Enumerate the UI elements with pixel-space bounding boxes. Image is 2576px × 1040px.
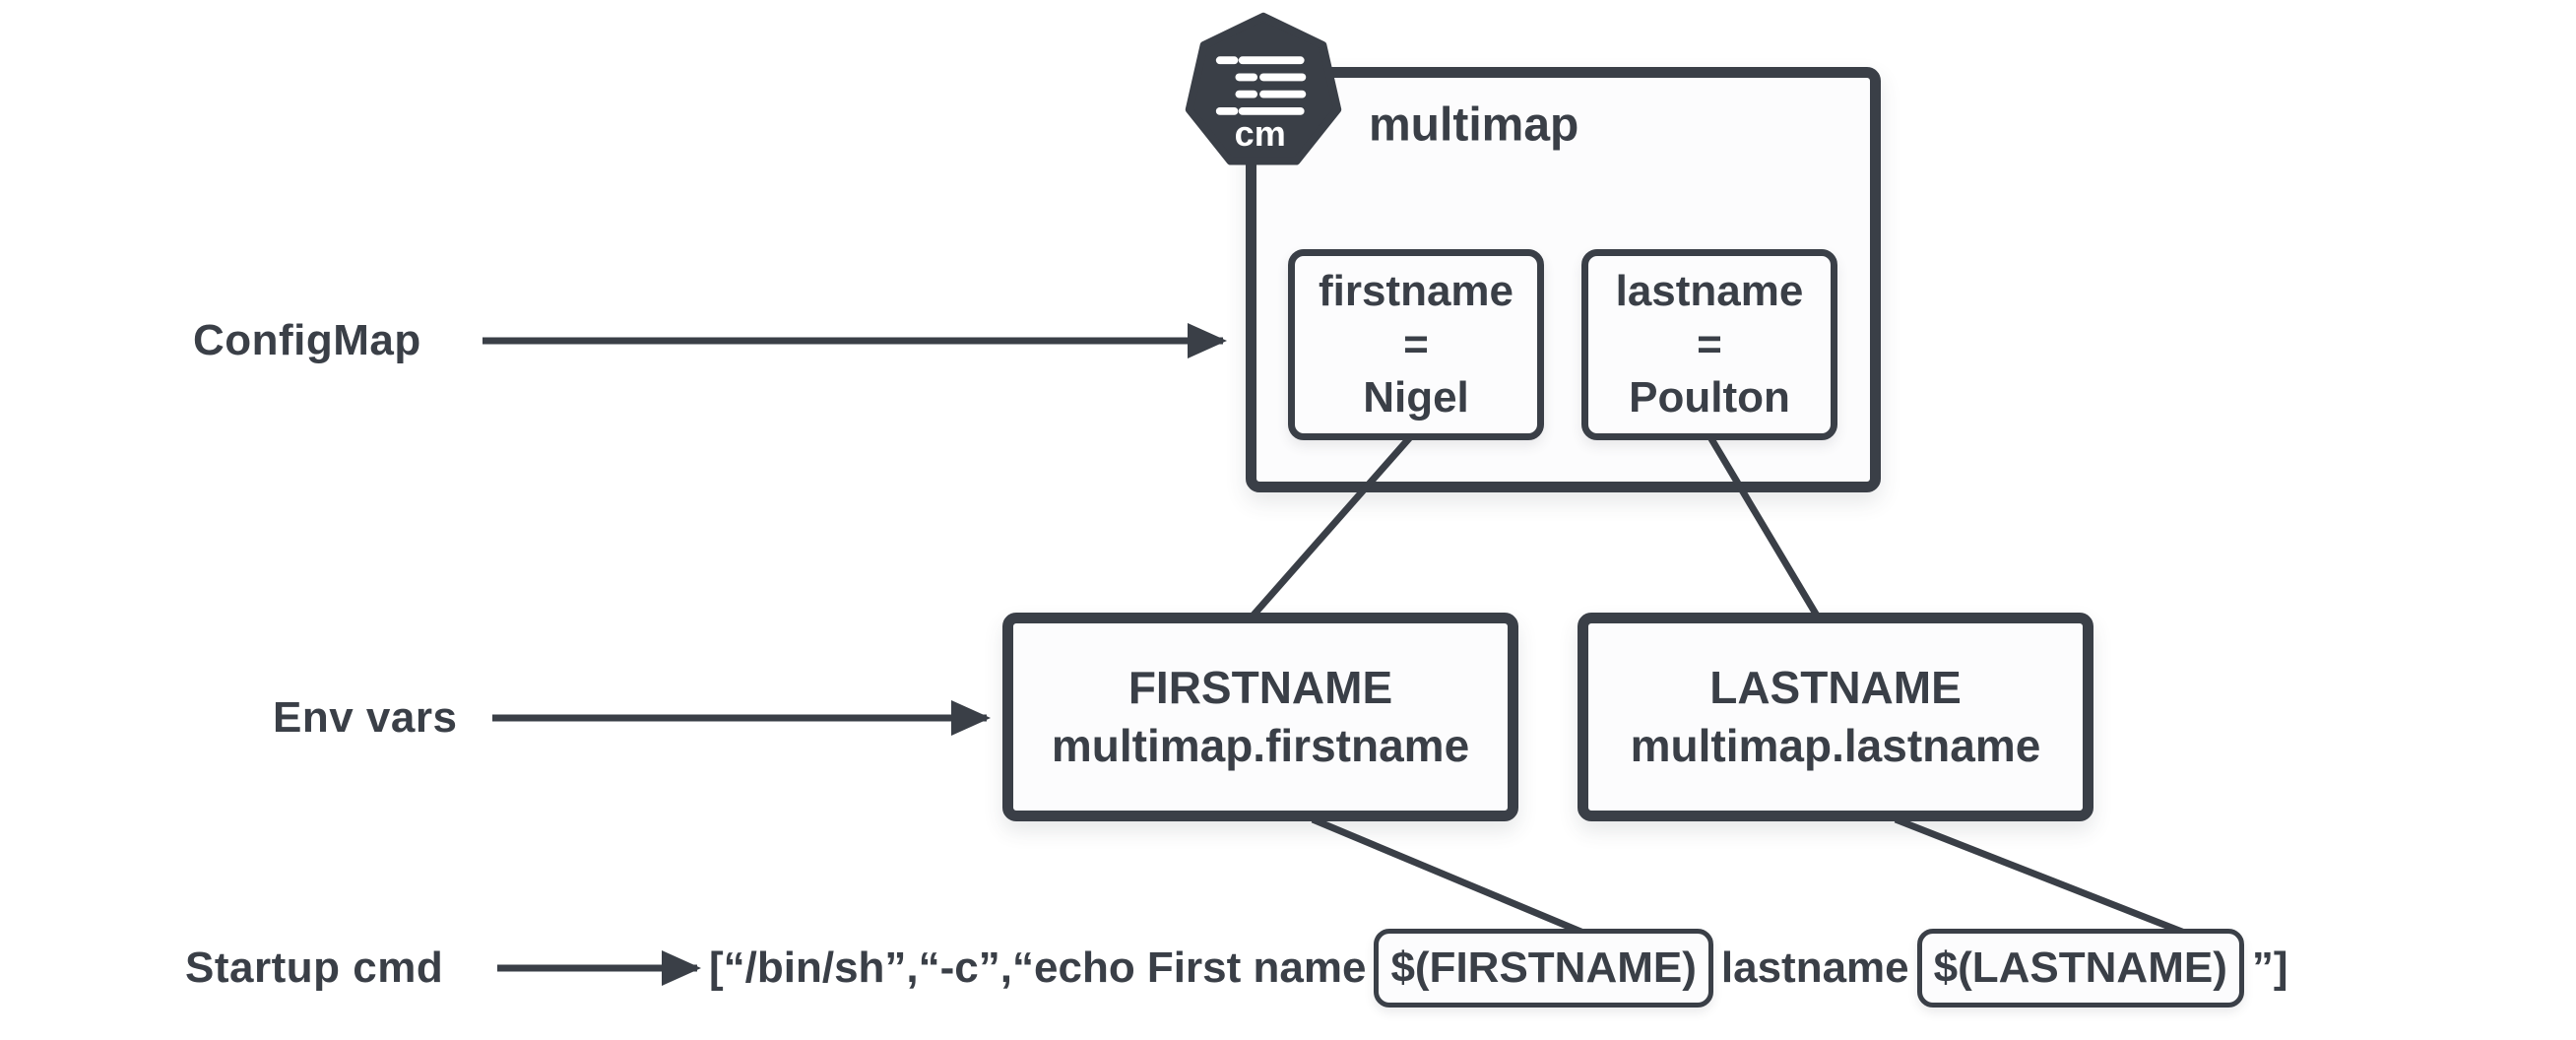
cmd-var-lastname-badge: $(LASTNAME) (1916, 929, 2244, 1008)
entry-value: Nigel (1363, 372, 1469, 422)
configmap-list-glyph (1215, 56, 1307, 115)
startup-command: [“/bin/sh”,“-c”,“echo First name $(FIRST… (709, 929, 2288, 1008)
cmd-var-firstname-badge: $(FIRSTNAME) (1374, 929, 1713, 1008)
cmd-var-firstname: $(FIRSTNAME) (1390, 943, 1697, 992)
entry-equals: = (1697, 320, 1722, 369)
envvar-name: LASTNAME (1709, 662, 1962, 714)
cmd-suffix: ”] (2251, 943, 2288, 992)
entry-key: lastname (1615, 267, 1804, 316)
envvar-name: FIRSTNAME (1127, 662, 1393, 714)
entry-equals: = (1403, 320, 1429, 369)
cmd-var-lastname: $(LASTNAME) (1933, 943, 2227, 992)
envvars-row-label: Env vars (273, 693, 458, 742)
startupcmd-row-label: Startup cmd (185, 943, 444, 992)
connector-envvar-to-cmd-firstname (1311, 815, 1592, 940)
configmap-row-label: ConfigMap (193, 316, 421, 364)
configmap-entry-lastname: lastname = Poulton (1581, 249, 1837, 440)
envvar-source: multimap.lastname (1630, 720, 2041, 771)
envvar-source: multimap.firstname (1051, 720, 1470, 771)
entry-value: Poulton (1629, 372, 1790, 422)
configmap-name: multimap (1369, 98, 1579, 152)
envvar-box-lastname: LASTNAME multimap.lastname (1578, 613, 2093, 821)
configmap-icon: cm (1185, 12, 1342, 165)
envvar-box-firstname: FIRSTNAME multimap.firstname (1002, 613, 1518, 821)
connector-envvar-to-cmd-lastname (1894, 815, 2194, 940)
configmap-icon-label: cm (1235, 113, 1286, 154)
entry-key: firstname (1318, 267, 1514, 316)
configmap-entry-firstname: firstname = Nigel (1288, 249, 1544, 440)
cmd-prefix: [“/bin/sh”,“-c”,“echo First name (709, 943, 1367, 992)
cmd-middle: lastname (1720, 943, 1909, 992)
